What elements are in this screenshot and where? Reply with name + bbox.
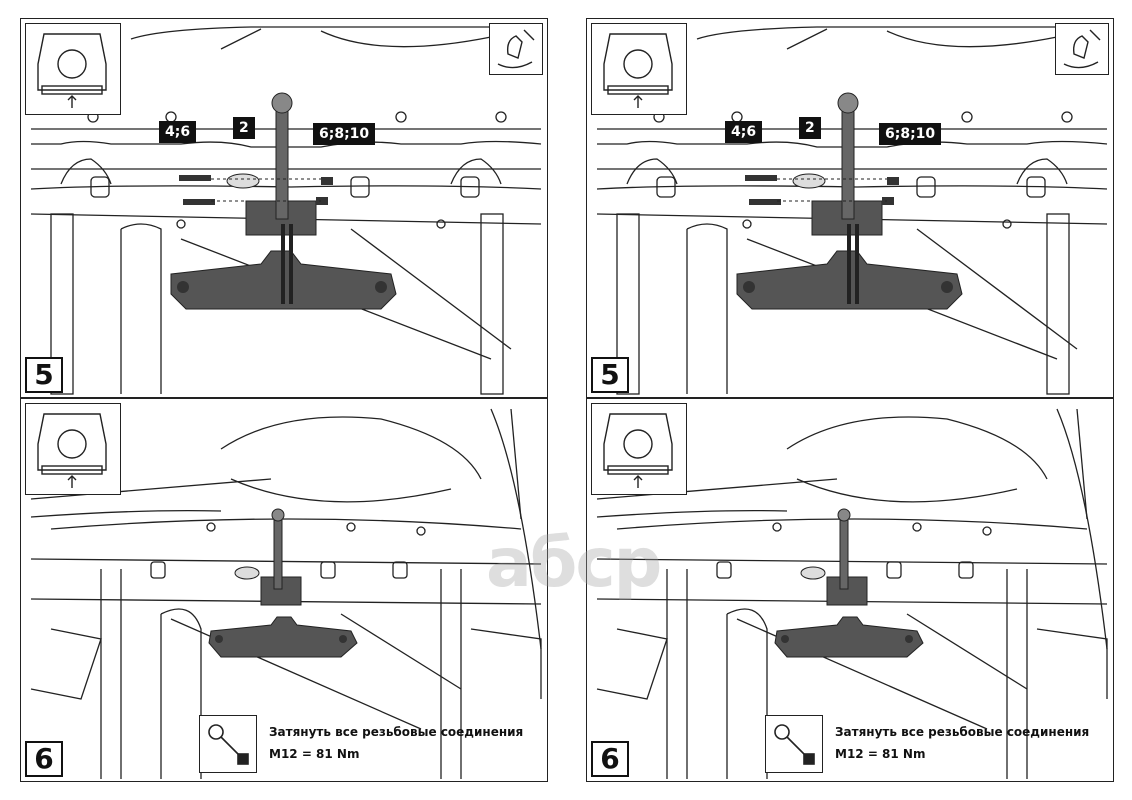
step-6-panel-left: Затянуть все резьбовые соединения M12 = … — [20, 398, 548, 782]
step-number-badge: 6 — [25, 741, 63, 777]
step-number-badge: 5 — [591, 357, 629, 393]
car-rear-view-icon — [25, 23, 121, 115]
step-5-panel-right: 4;6 2 6;8;10 5 — [586, 18, 1114, 398]
hand-tool-icon — [1055, 23, 1109, 75]
callout-bracket-label: 2 — [233, 117, 255, 139]
torque-note: Затянуть все резьбовые соединения M12 = … — [765, 715, 1113, 777]
torque-value: M12 = 81 Nm — [835, 747, 926, 761]
callout-nuts-label: 6;8;10 — [313, 123, 376, 145]
car-rear-view-icon — [25, 403, 121, 495]
step-6-illustration — [30, 408, 542, 779]
car-rear-view-icon — [591, 403, 687, 495]
torque-wrench-icon — [765, 715, 823, 773]
tow-hitch-installed — [208, 508, 358, 658]
step-6-illustration — [596, 408, 1108, 779]
torque-wrench-icon — [199, 715, 257, 773]
callout-bolts-label: 4;6 — [725, 121, 763, 143]
car-rear-view-icon — [591, 23, 687, 115]
torque-instruction: Затянуть все резьбовые соединения — [269, 725, 524, 739]
step-5-illustration — [596, 26, 1108, 395]
step-number-badge: 6 — [591, 741, 629, 777]
callout-bracket-label: 2 — [799, 117, 821, 139]
tow-hitch-assembly — [170, 92, 397, 310]
torque-instruction: Затянуть все резьбовые соединения — [835, 725, 1090, 739]
step-5-illustration — [30, 26, 542, 395]
step-6-panel-right: Затянуть все резьбовые соединения M12 = … — [586, 398, 1114, 782]
tow-hitch-assembly — [736, 92, 963, 310]
step-number-badge: 5 — [25, 357, 63, 393]
step-5-panel-left: 4;6 2 6;8;10 5 — [20, 18, 548, 398]
callout-bolts-label: 4;6 — [159, 121, 197, 143]
callout-nuts-label: 6;8;10 — [879, 123, 942, 145]
watermark-logo: aбcp — [486, 524, 662, 603]
torque-value: M12 = 81 Nm — [269, 747, 360, 761]
tow-hitch-installed — [774, 508, 924, 658]
hand-tool-icon — [489, 23, 543, 75]
torque-note: Затянуть все резьбовые соединения M12 = … — [199, 715, 547, 777]
